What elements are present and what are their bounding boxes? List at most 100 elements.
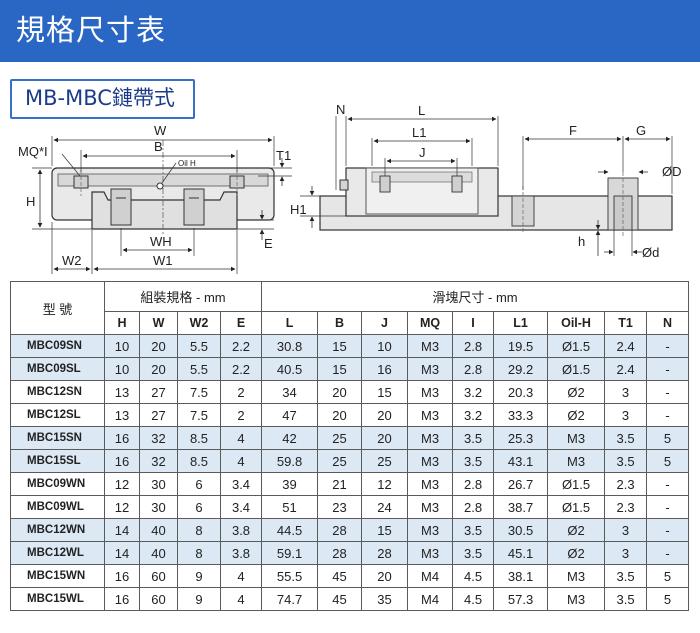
table-cell: 2.3	[604, 495, 648, 519]
table-cell: 3.5	[452, 518, 495, 542]
column-header: W2	[177, 311, 221, 335]
table-cell: 8.5	[177, 426, 221, 450]
table-cell: 4	[219, 426, 263, 450]
table-cell: M3	[547, 587, 606, 611]
table-cell: 25	[361, 449, 409, 473]
dim-label-g: G	[636, 123, 646, 138]
table-cell: 25	[317, 426, 363, 450]
table-cell: 12	[361, 472, 409, 496]
dim-label-f: F	[569, 123, 577, 138]
model-cell: MBC09SN	[10, 334, 105, 358]
table-cell: 20	[139, 357, 178, 381]
table-cell: 3.4	[219, 472, 263, 496]
table-cell: 60	[139, 587, 178, 611]
table-cell: Ø1.5	[547, 472, 606, 496]
table-cell: 15	[361, 518, 409, 542]
table-cell: 32	[139, 449, 178, 473]
table-cell: -	[646, 518, 690, 542]
dim-label-mq: MQ*I	[18, 144, 48, 159]
block-group-header: 滑塊尺寸 - mm	[261, 281, 690, 312]
table-cell: 3	[604, 518, 648, 542]
table-cell: 51	[261, 495, 319, 519]
table-cell: M3	[407, 518, 454, 542]
table-cell: 15	[317, 357, 363, 381]
table-cell: 2.4	[604, 334, 648, 358]
model-cell: MBC12SN	[10, 380, 105, 404]
table-cell: 2.8	[452, 495, 495, 519]
table-cell: M3	[407, 426, 454, 450]
table-cell: 55.5	[261, 564, 319, 588]
table-cell: 4	[219, 587, 263, 611]
table-cell: M3	[407, 403, 454, 427]
table-cell: M3	[407, 380, 454, 404]
series-subtitle: MB-MBC鏈帶式	[25, 86, 175, 110]
table-cell: 45	[317, 587, 363, 611]
table-cell: 20	[361, 403, 409, 427]
column-header: L1	[493, 311, 549, 335]
table-cell: 45.1	[493, 541, 549, 565]
table-cell: M3	[407, 472, 454, 496]
table-cell: 33.3	[493, 403, 549, 427]
table-cell: 27	[139, 380, 178, 404]
table-cell: 5	[646, 587, 690, 611]
table-cell: 3.2	[452, 380, 495, 404]
table-cell: 15	[361, 380, 409, 404]
table-cell: 27	[139, 403, 178, 427]
table-cell: -	[646, 495, 690, 519]
oil-hole-label: Oil H	[178, 159, 196, 168]
table-cell: 9	[177, 564, 221, 588]
table-cell: -	[646, 334, 690, 358]
table-cell: 12	[104, 472, 140, 496]
table-cell: 28	[317, 541, 363, 565]
assembly-group-header: 組裝規格 - mm	[103, 281, 263, 312]
title-banner: 規格尺寸表	[0, 0, 700, 62]
dim-label-n: N	[336, 102, 345, 117]
table-cell: 7.5	[177, 380, 221, 404]
table-cell: 35	[361, 587, 409, 611]
table-cell: -	[646, 541, 690, 565]
table-cell: -	[646, 380, 690, 404]
table-cell: 3.5	[452, 541, 495, 565]
table-cell: Ø1.5	[547, 357, 606, 381]
dim-label-od-large: ØD	[662, 164, 682, 179]
column-header: I	[452, 311, 495, 335]
table-cell: 39	[261, 472, 319, 496]
dim-label-j: J	[419, 145, 426, 160]
table-cell: 28	[317, 518, 363, 542]
table-cell: 2	[219, 403, 263, 427]
column-header: E	[219, 311, 263, 335]
table-cell: 45	[317, 564, 363, 588]
table-cell: 3	[604, 403, 648, 427]
column-header: Oil-H	[547, 311, 606, 335]
table-cell: 10	[361, 334, 409, 358]
dim-label-e: E	[264, 236, 273, 251]
table-cell: -	[646, 357, 690, 381]
table-cell: 60	[139, 564, 178, 588]
subtitle-box: MB-MBC鏈帶式	[10, 79, 195, 119]
table-cell: 20	[361, 426, 409, 450]
table-cell: 30	[139, 495, 178, 519]
table-cell: 5	[646, 564, 690, 588]
column-header: N	[646, 311, 690, 335]
table-cell: 26.7	[493, 472, 549, 496]
table-cell: 38.1	[493, 564, 549, 588]
table-cell: 43.1	[493, 449, 549, 473]
table-cell: 20	[139, 334, 178, 358]
table-cell: 59.8	[261, 449, 319, 473]
table-cell: 2.3	[604, 472, 648, 496]
dim-label-h: H	[26, 194, 35, 209]
dim-label-l1: L1	[412, 125, 426, 140]
model-cell: MBC15SL	[10, 449, 105, 473]
dim-label-l: L	[418, 103, 425, 118]
table-cell: 13	[104, 380, 140, 404]
table-cell: 59.1	[261, 541, 319, 565]
table-cell: Ø2	[547, 380, 606, 404]
